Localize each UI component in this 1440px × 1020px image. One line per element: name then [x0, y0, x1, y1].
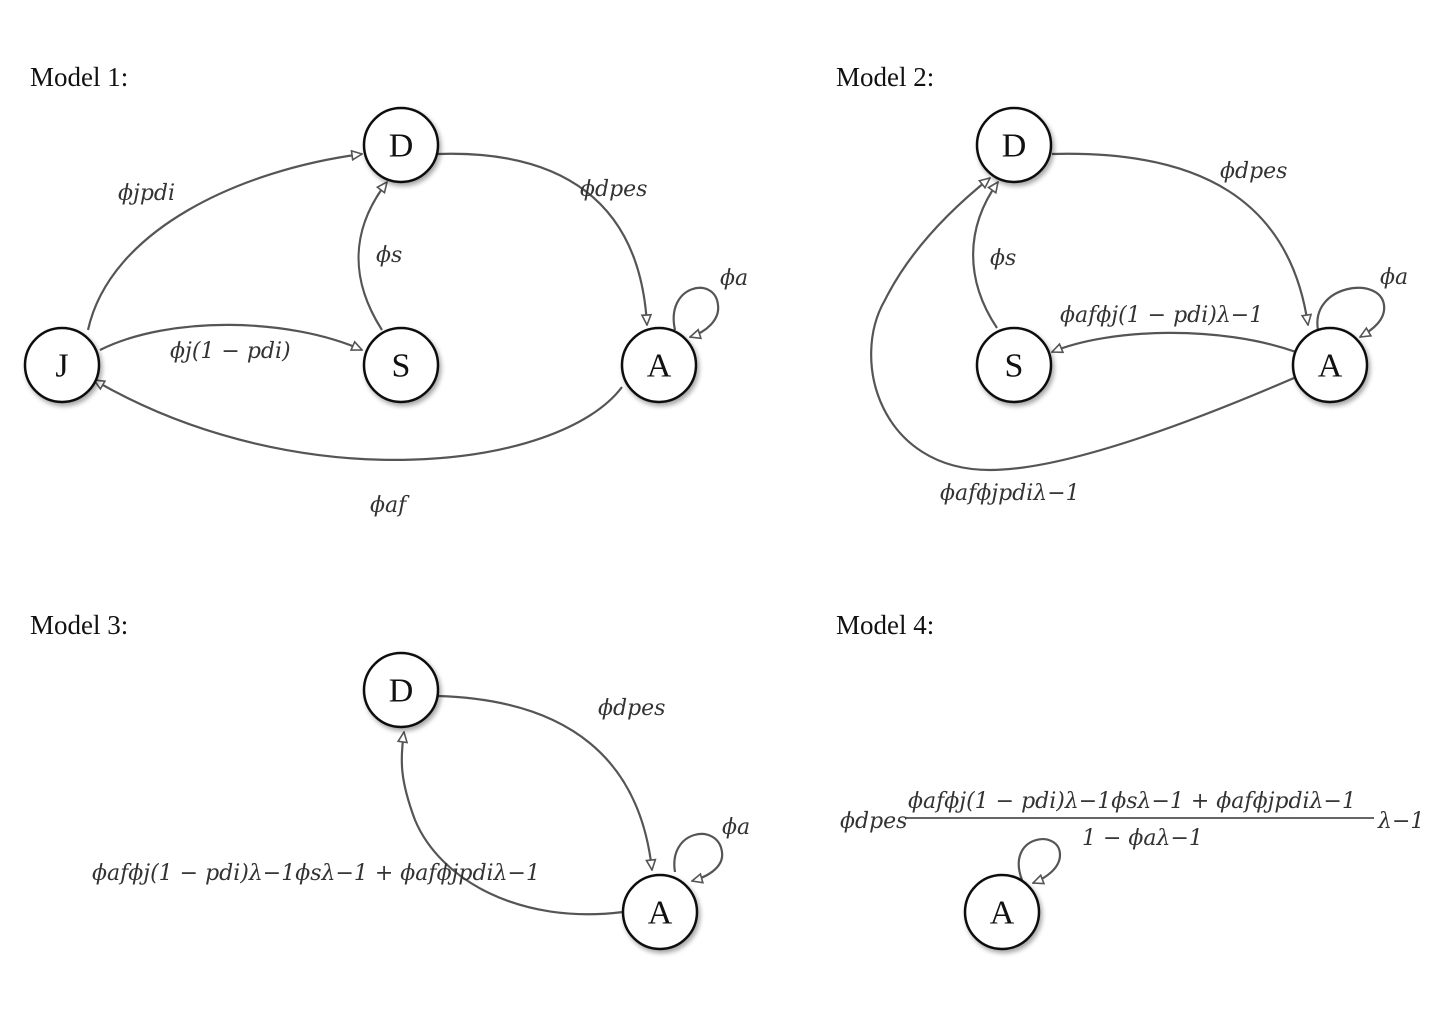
edge-j-to-s — [99, 323, 362, 352]
node-a-2-label: A — [1318, 348, 1343, 385]
label-a-self-3: ϕa — [722, 815, 750, 840]
model-1: Model 1: J D S A ϕjpdi ϕdpes ϕs ϕa ϕj(1 … — [23, 62, 748, 518]
label-s-to-d: ϕs — [376, 243, 402, 268]
edge-a-to-s-2 — [1052, 331, 1297, 352]
label-s-to-d-2: ϕs — [990, 246, 1016, 271]
label-a-self: ϕa — [720, 266, 748, 291]
node-a-label: A — [647, 348, 672, 385]
node-s-2: S — [975, 326, 1053, 404]
edge-d-to-a-2 — [1051, 152, 1308, 325]
node-d-2: D — [975, 106, 1053, 184]
node-s-label: S — [392, 348, 411, 385]
label-j-to-s: ϕj(1 − pdi) — [170, 339, 291, 364]
edge-s-to-d — [357, 182, 387, 331]
model-2-title: Model 2: — [836, 62, 934, 92]
edge-d-to-a — [437, 152, 647, 325]
node-d-label: D — [389, 128, 414, 165]
label-d-to-a: ϕdpes — [580, 177, 647, 202]
node-a-2: A — [1291, 326, 1369, 404]
label-a-to-j: ϕaf — [370, 493, 410, 518]
node-d-3-label: D — [389, 673, 414, 710]
node-d-3: D — [362, 651, 440, 729]
label-d-to-a-2: ϕdpes — [1220, 159, 1287, 184]
edge-a-to-j — [94, 380, 623, 461]
node-s: S — [362, 326, 440, 404]
label-d-to-a-3: ϕdpes — [598, 696, 665, 721]
node-d-2-label: D — [1002, 128, 1027, 165]
edge-a-self-loop — [672, 286, 720, 337]
model-3: Model 3: D A ϕdpes ϕa ϕafϕj(1 − pdi)λ−1ϕ… — [30, 610, 750, 951]
model-2: Model 2: D S A ϕdpes ϕs ϕa ϕafϕj(1 − pdi… — [836, 62, 1408, 506]
label-a-to-s-2: ϕafϕj(1 − pdi)λ−1 — [1060, 303, 1263, 328]
edge-a-self-loop-4 — [1017, 838, 1062, 883]
model-1-title: Model 1: — [30, 62, 128, 92]
model-4: Model 4: ϕdpes ϕafϕj(1 − pdi)λ−1ϕsλ−1 + … — [836, 610, 1424, 951]
label-a-self-2: ϕa — [1380, 265, 1408, 290]
edge-a-self-loop-3 — [673, 832, 724, 881]
edge-d-to-a-3 — [437, 694, 652, 870]
node-a-3-label: A — [648, 895, 673, 932]
label-j-to-d: ϕjpdi — [118, 181, 175, 206]
node-j: J — [23, 326, 101, 404]
label-a-to-d-3: ϕafϕj(1 − pdi)λ−1ϕsλ−1 + ϕafϕjpdiλ−1 — [92, 861, 540, 886]
model-3-title: Model 3: — [30, 610, 128, 640]
node-d: D — [362, 106, 440, 184]
edge-a-self-loop-2 — [1316, 286, 1386, 337]
formula-prefix: ϕdpes — [840, 809, 907, 834]
formula-denominator: 1 − ϕaλ−1 — [1082, 826, 1203, 851]
edge-a-to-d-2 — [870, 178, 1295, 472]
edge-j-to-d — [86, 154, 362, 331]
node-s-2-label: S — [1005, 348, 1024, 385]
model-4-title: Model 4: — [836, 610, 934, 640]
formula-suffix: λ−1 — [1377, 809, 1424, 834]
edge-a-to-d-3 — [402, 732, 624, 916]
node-j-label: J — [55, 348, 68, 385]
label-a-to-d-2: ϕafϕjpdiλ−1 — [940, 481, 1080, 506]
node-a-4-label: A — [990, 895, 1015, 932]
node-a: A — [620, 326, 698, 404]
node-a-3: A — [621, 873, 699, 951]
formula-numerator: ϕafϕj(1 − pdi)λ−1ϕsλ−1 + ϕafϕjpdiλ−1 — [908, 789, 1356, 814]
node-a-4: A — [963, 873, 1041, 951]
edge-s-to-d-2 — [972, 182, 998, 329]
